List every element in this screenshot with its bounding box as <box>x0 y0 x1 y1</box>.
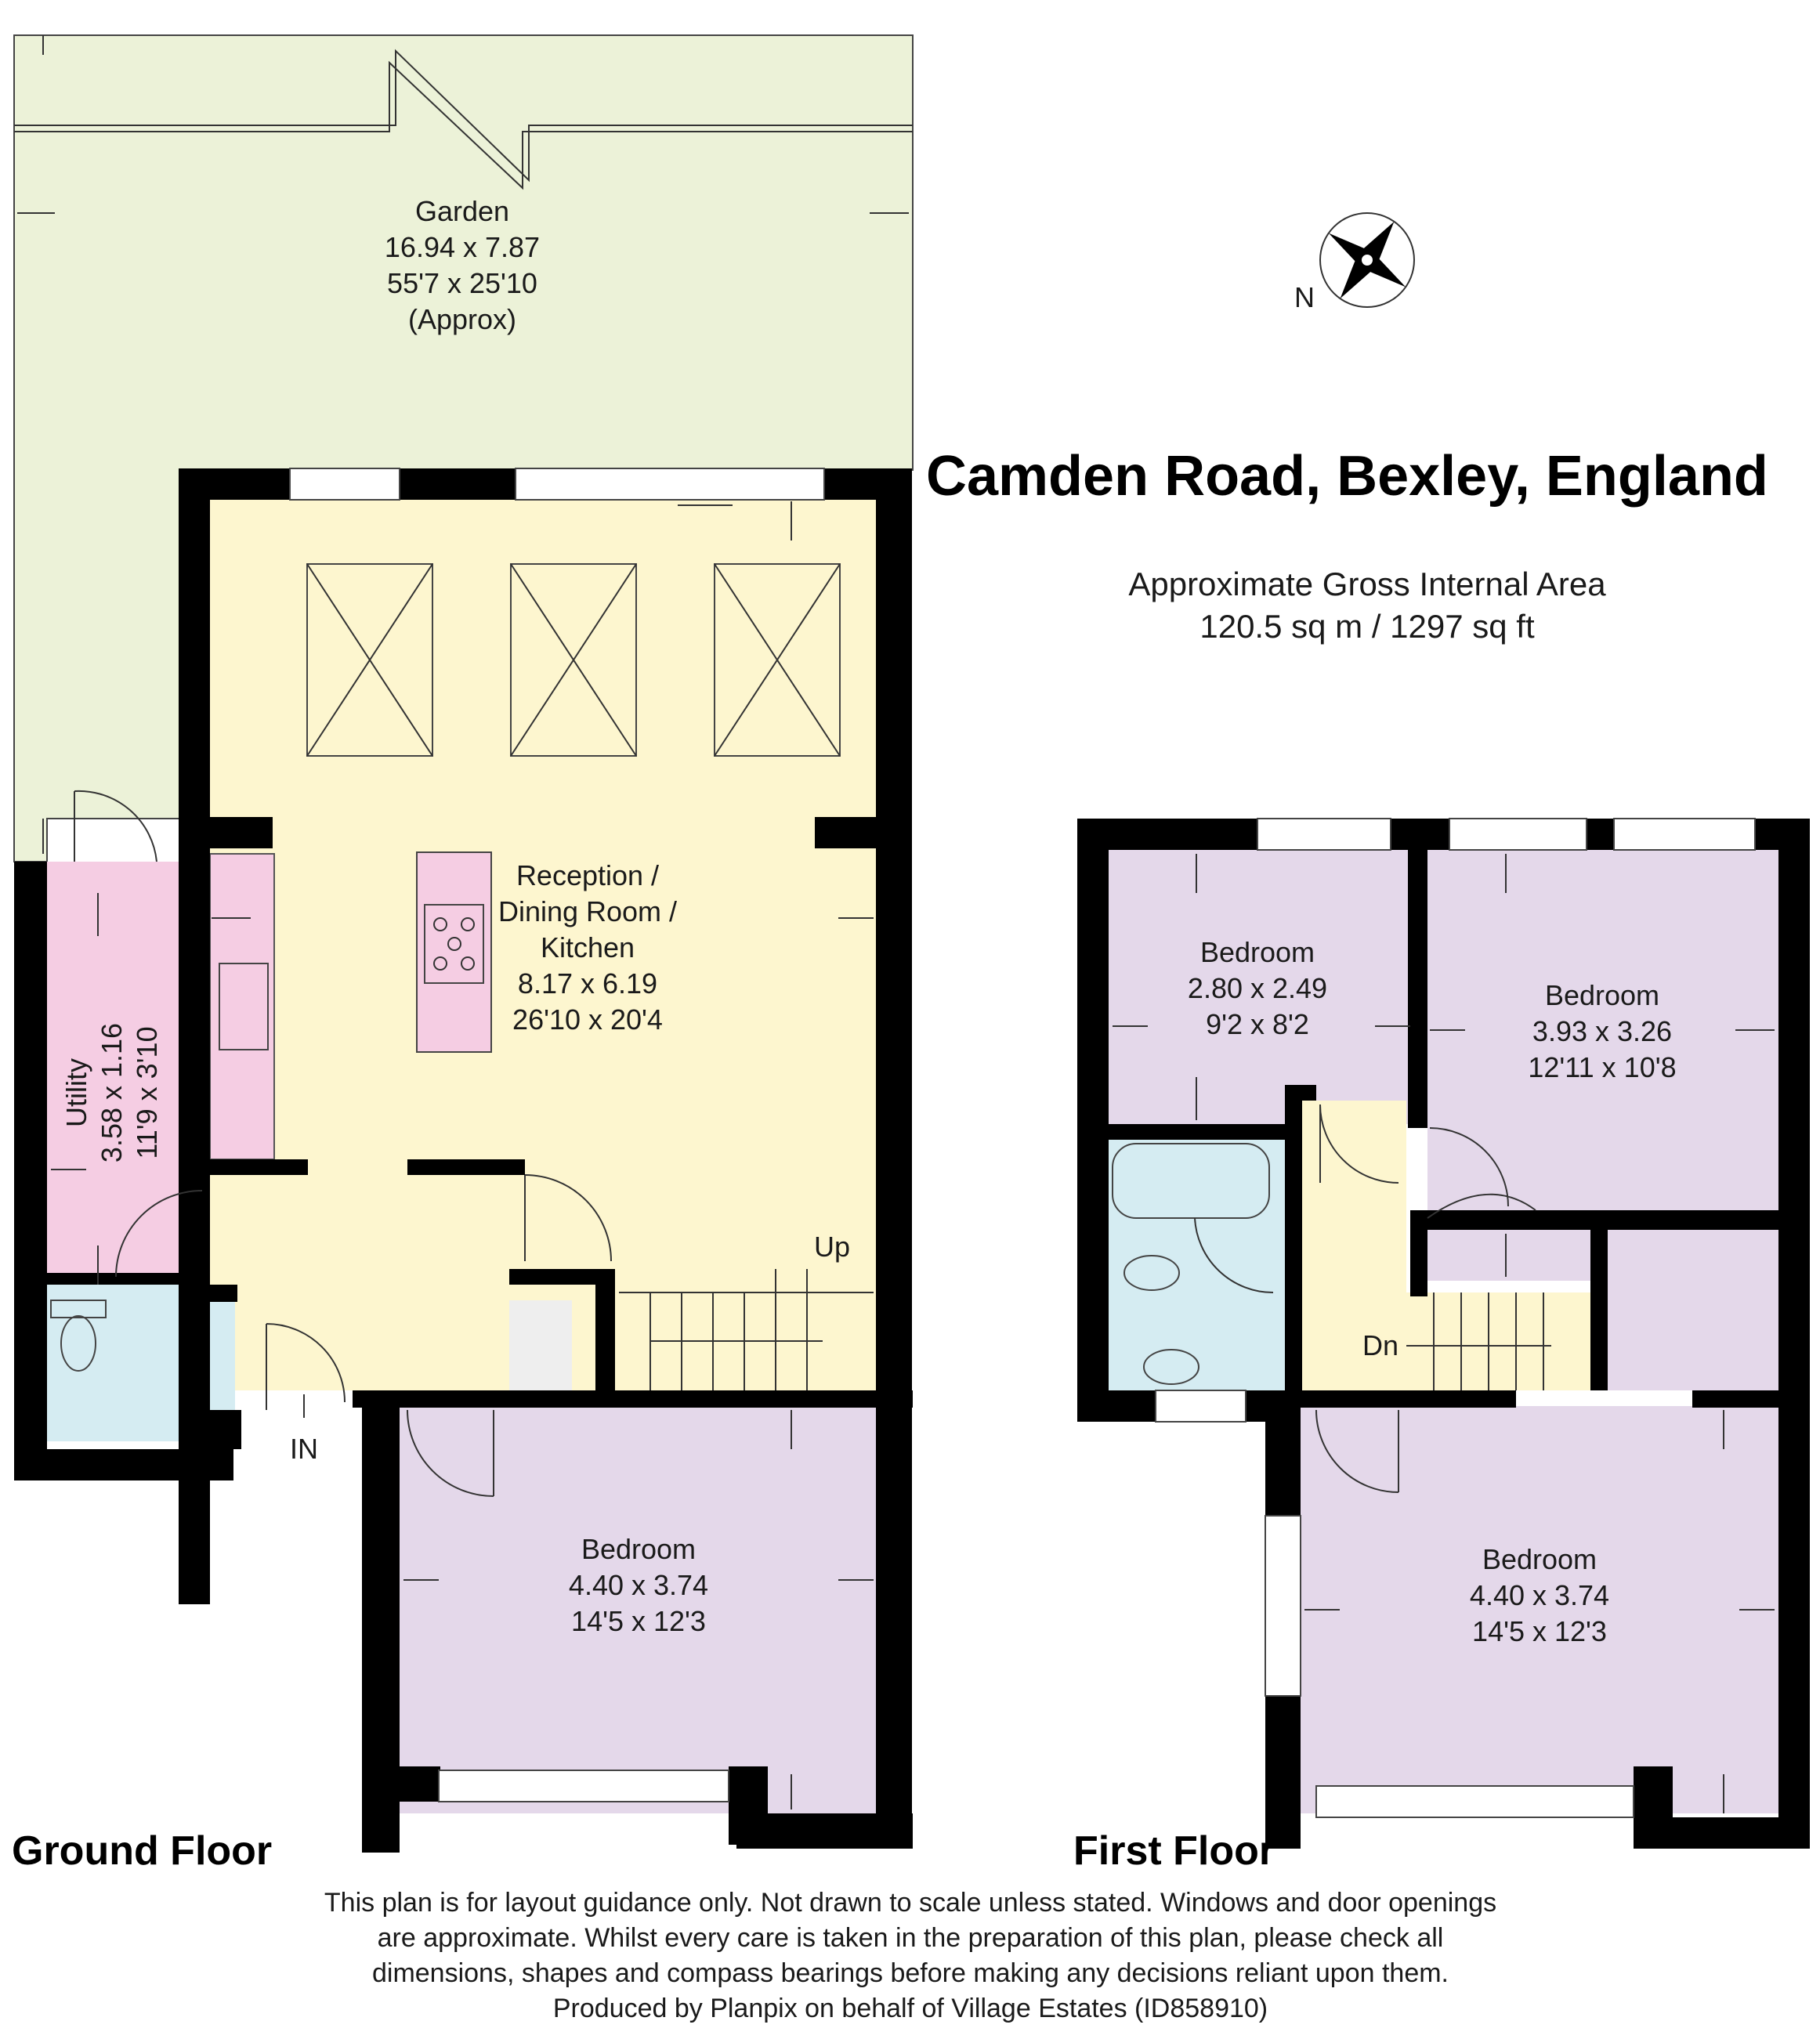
first-bedroom-b <box>1427 850 1780 1210</box>
first-bedroom-b-label: Bedroom 3.93 x 3.26 12'11 x 10'8 <box>1528 979 1676 1083</box>
reception-line2: Dining Room / <box>498 895 677 927</box>
utility-imperial: 11'9 x 3'10 <box>131 1026 163 1159</box>
garden-note: (Approx) <box>408 303 516 335</box>
first-bedroom-a-label: Bedroom 2.80 x 2.49 9'2 x 8'2 <box>1188 936 1327 1040</box>
disclaimer-line-2: are approximate. Whilst every care is ta… <box>378 1923 1444 1953</box>
reception-line1: Reception / <box>516 859 659 891</box>
first-bedroom-a-name: Bedroom <box>1200 936 1315 968</box>
first-bedroom-c <box>1301 1406 1780 1813</box>
first-floor-label: First Floor <box>1073 1828 1275 1874</box>
reception-room <box>210 500 876 1390</box>
garden-imperial: 55'7 x 25'10 <box>387 267 537 299</box>
cupboard <box>509 1300 572 1390</box>
first-bedroom-a-imperial: 9'2 x 8'2 <box>1206 1008 1309 1040</box>
disclaimer-line-4: Produced by Planpix on behalf of Village… <box>553 1994 1268 2023</box>
first-bedroom-a-metric: 2.80 x 2.49 <box>1188 972 1327 1004</box>
compass-north-label: N <box>1294 281 1315 313</box>
first-bedroom-c-metric: 4.40 x 3.74 <box>1470 1579 1609 1611</box>
ground-bedroom-metric: 4.40 x 3.74 <box>569 1569 708 1601</box>
kitchen-island <box>416 851 492 1053</box>
garden-label: Garden 16.94 x 7.87 55'7 x 25'10 (Approx… <box>385 195 540 335</box>
ground-floor-label: Ground Floor <box>12 1828 272 1874</box>
area-heading: Approximate Gross Internal Area <box>1128 566 1606 602</box>
garden-metric: 16.94 x 7.87 <box>385 231 540 263</box>
ground-walls <box>14 468 913 1853</box>
staircase-first <box>1406 1292 1590 1390</box>
landing <box>1301 1101 1406 1390</box>
first-bedroom-c-imperial: 14'5 x 12'3 <box>1472 1615 1607 1647</box>
window <box>1257 818 1391 851</box>
disclaimer: This plan is for layout guidance only. N… <box>324 1888 1496 2023</box>
disclaimer-line-1: This plan is for layout guidance only. N… <box>324 1888 1496 1918</box>
first-bedroom-a <box>1109 850 1414 1124</box>
sliding-door <box>515 468 825 501</box>
first-cupboard <box>1606 1230 1780 1390</box>
ground-bedroom <box>400 1406 877 1813</box>
reception-imperial: 26'10 x 20'4 <box>512 1003 663 1036</box>
first-bedroom-b-name: Bedroom <box>1545 979 1659 1011</box>
ground-bedroom-imperial: 14'5 x 12'3 <box>571 1605 706 1637</box>
area-value: 120.5 sq m / 1297 sq ft <box>1199 608 1535 645</box>
first-bedroom-c-name: Bedroom <box>1482 1543 1597 1575</box>
utility-name: Utility <box>60 1058 92 1127</box>
stairs-up-label: Up <box>814 1231 850 1263</box>
ground-bedroom-label: Bedroom 4.40 x 3.74 14'5 x 12'3 <box>569 1533 708 1637</box>
toilet-icon <box>1123 1255 1180 1291</box>
window <box>1613 818 1756 851</box>
window <box>1315 1785 1634 1818</box>
reception-label: Reception / Dining Room / Kitchen 8.17 x… <box>498 859 677 1036</box>
first-walls <box>1077 819 1810 1849</box>
staircase-ground <box>615 1269 876 1390</box>
toilet-icon <box>60 1315 96 1372</box>
garden-name: Garden <box>415 195 509 227</box>
entrance-label: IN <box>290 1433 318 1465</box>
window <box>1449 818 1587 851</box>
utility-metric: 3.58 x 1.16 <box>96 1023 128 1162</box>
stairs-down-label: Dn <box>1362 1329 1398 1361</box>
skylights <box>306 563 841 757</box>
kitchen-units <box>209 853 275 1160</box>
first-bedroom-c-label: Bedroom 4.40 x 3.74 14'5 x 12'3 <box>1470 1543 1609 1647</box>
bathroom <box>1109 1136 1287 1390</box>
disclaimer-line-3: dimensions, shapes and compass bearings … <box>372 1958 1449 1988</box>
ground-bedroom-name: Bedroom <box>581 1533 696 1565</box>
basin-icon <box>1143 1349 1199 1385</box>
window <box>289 468 400 501</box>
page-title: Camden Road, Bexley, England <box>926 445 1768 508</box>
sink-icon <box>219 963 269 1050</box>
window <box>1265 1515 1301 1697</box>
hob-icon <box>424 904 484 984</box>
bath-icon <box>1112 1143 1270 1219</box>
window <box>1155 1390 1247 1423</box>
window <box>438 1770 729 1802</box>
compass-icon <box>1319 212 1415 308</box>
first-bedroom-b-metric: 3.93 x 3.26 <box>1532 1015 1672 1047</box>
reception-line3: Kitchen <box>541 931 635 963</box>
reception-metric: 8.17 x 6.19 <box>518 967 657 1000</box>
first-bedroom-b-imperial: 12'11 x 10'8 <box>1528 1051 1676 1083</box>
utility-label: Utility 3.58 x 1.16 11'9 x 3'10 <box>60 1023 163 1162</box>
